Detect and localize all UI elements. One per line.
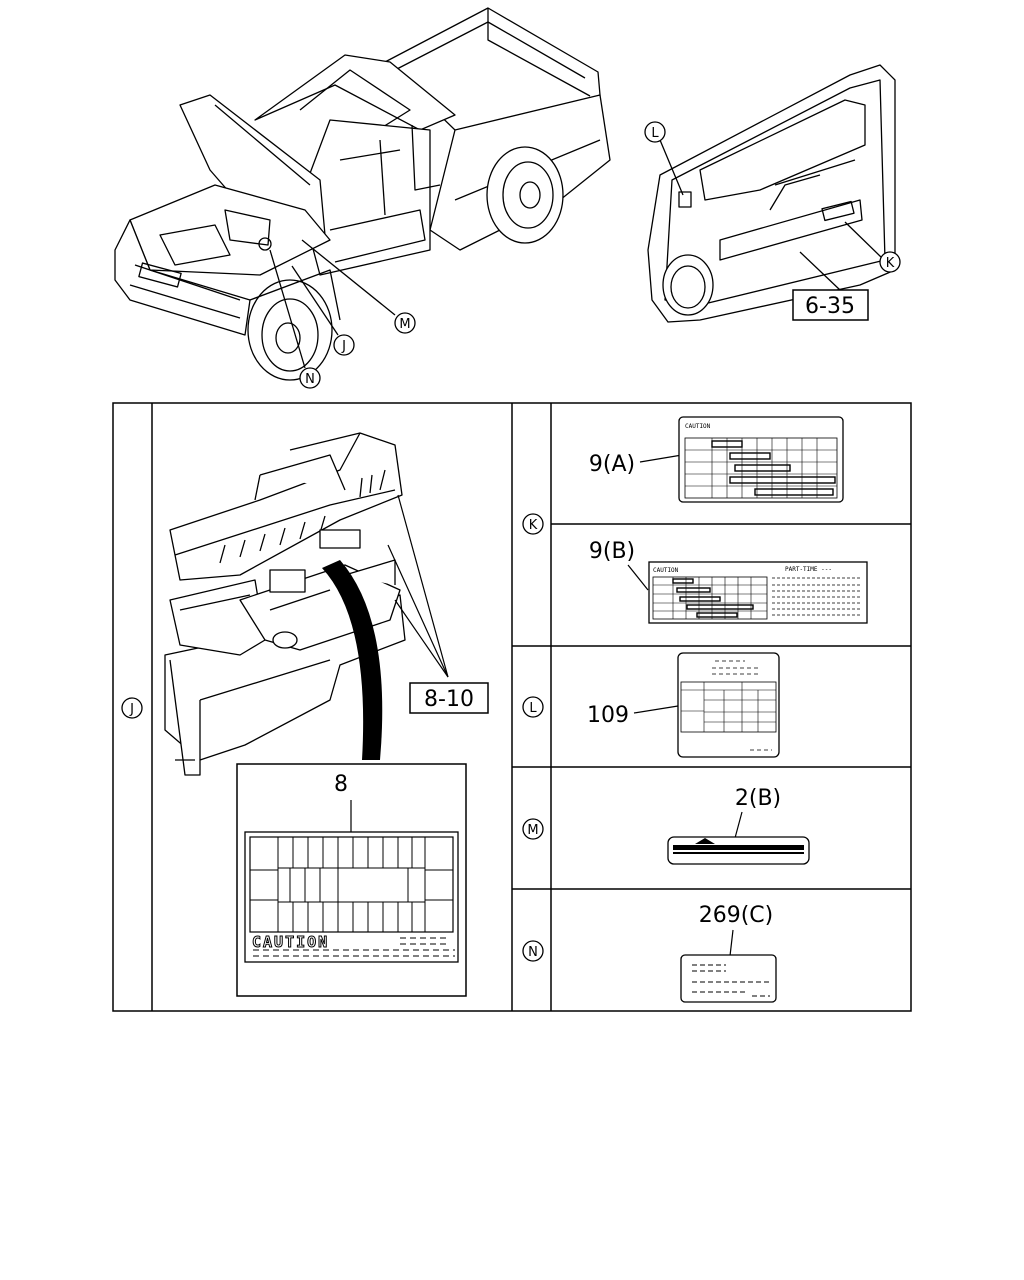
label-9b: 9(B) CAUTION PART-TIME --- [589, 539, 868, 624]
svg-text:8-10: 8-10 [424, 687, 474, 712]
svg-text:M: M [399, 317, 410, 332]
row-callout-k: K [522, 513, 544, 535]
truck-illustration [114, 7, 611, 381]
door-callout-k: K [879, 251, 901, 273]
svg-text:9(B): 9(B) [589, 539, 635, 564]
svg-text:K: K [886, 256, 895, 271]
fuse-box-leaders [387, 494, 449, 678]
svg-text:J: J [129, 702, 134, 717]
svg-text:9(A): 9(A) [589, 452, 635, 477]
row-callout-n: N [522, 940, 544, 962]
svg-text:2(B): 2(B) [735, 786, 781, 811]
ref-box-6-35: 6-35 [792, 289, 869, 321]
svg-text:M: M [527, 823, 538, 838]
svg-text:CAUTION: CAUTION [653, 567, 679, 574]
row-callout-l: L [522, 696, 544, 718]
label-109: 109 [587, 652, 780, 758]
svg-text:6-35: 6-35 [805, 294, 855, 319]
fuse-arrow [322, 560, 383, 760]
ref-box-8-10: 8-10 [409, 682, 489, 714]
svg-text:CAUTION: CAUTION [685, 423, 711, 430]
svg-text:8: 8 [334, 772, 348, 797]
fuse-label-detail: 8 [236, 763, 467, 997]
svg-text:K: K [529, 518, 538, 533]
truck-callout-m: M [394, 312, 416, 334]
svg-text:PART-TIME ---: PART-TIME --- [785, 566, 832, 573]
svg-text:N: N [528, 945, 538, 960]
svg-text:L: L [529, 701, 537, 716]
label-9a: 9(A) CAUTION [589, 416, 844, 503]
door-panel-illustration [647, 64, 896, 323]
label-2b: 2(B) [667, 786, 810, 865]
svg-text:N: N [305, 372, 315, 387]
label-269c: 269(C) [680, 903, 777, 1003]
truck-callout-n: N [299, 367, 321, 389]
svg-text:269(C): 269(C) [699, 903, 774, 928]
truck-callout-j: J [333, 334, 355, 356]
row-callout-j: J [121, 697, 143, 719]
svg-text:CAUTION: CAUTION [252, 933, 329, 951]
row-callout-m: M [522, 818, 544, 840]
parts-table [112, 402, 912, 1012]
door-callout-l: L [644, 121, 666, 143]
svg-text:109: 109 [587, 703, 629, 728]
svg-text:J: J [341, 339, 346, 354]
svg-text:L: L [651, 126, 659, 141]
